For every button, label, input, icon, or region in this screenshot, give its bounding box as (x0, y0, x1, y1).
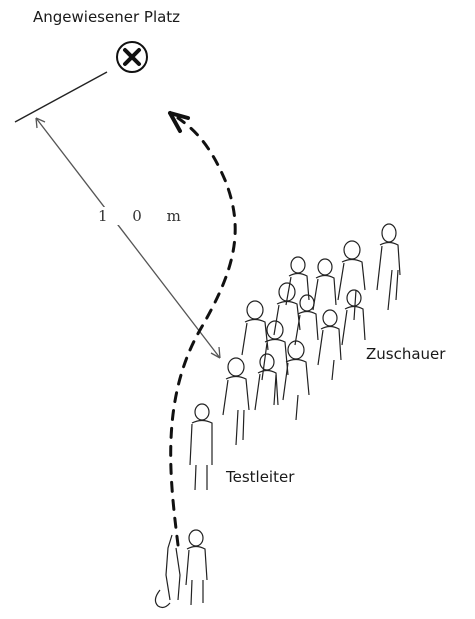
spectator-figure (313, 259, 336, 310)
subject-with-dog-figure (155, 530, 207, 607)
spectators-crowd (223, 224, 400, 445)
distance-label: 1 0 m (96, 207, 193, 225)
spectator-figure (274, 283, 300, 335)
x-circle-icon (117, 42, 147, 72)
spectators-label: Zuschauer (366, 345, 445, 363)
test-leader-figure (190, 404, 212, 490)
spectator-figure (286, 257, 309, 305)
spectator-figure (318, 310, 341, 380)
target-place-label: Angewiesener Platz (33, 8, 180, 26)
spectator-figure (342, 290, 365, 345)
spectator-figure (223, 358, 249, 445)
distance-arrow (36, 118, 220, 358)
spectator-figure (283, 341, 309, 420)
target-boundary-line (15, 72, 107, 122)
spectator-figure (377, 224, 400, 310)
spectator-figure (242, 301, 268, 355)
test-leader-label: Testleiter (226, 468, 294, 486)
